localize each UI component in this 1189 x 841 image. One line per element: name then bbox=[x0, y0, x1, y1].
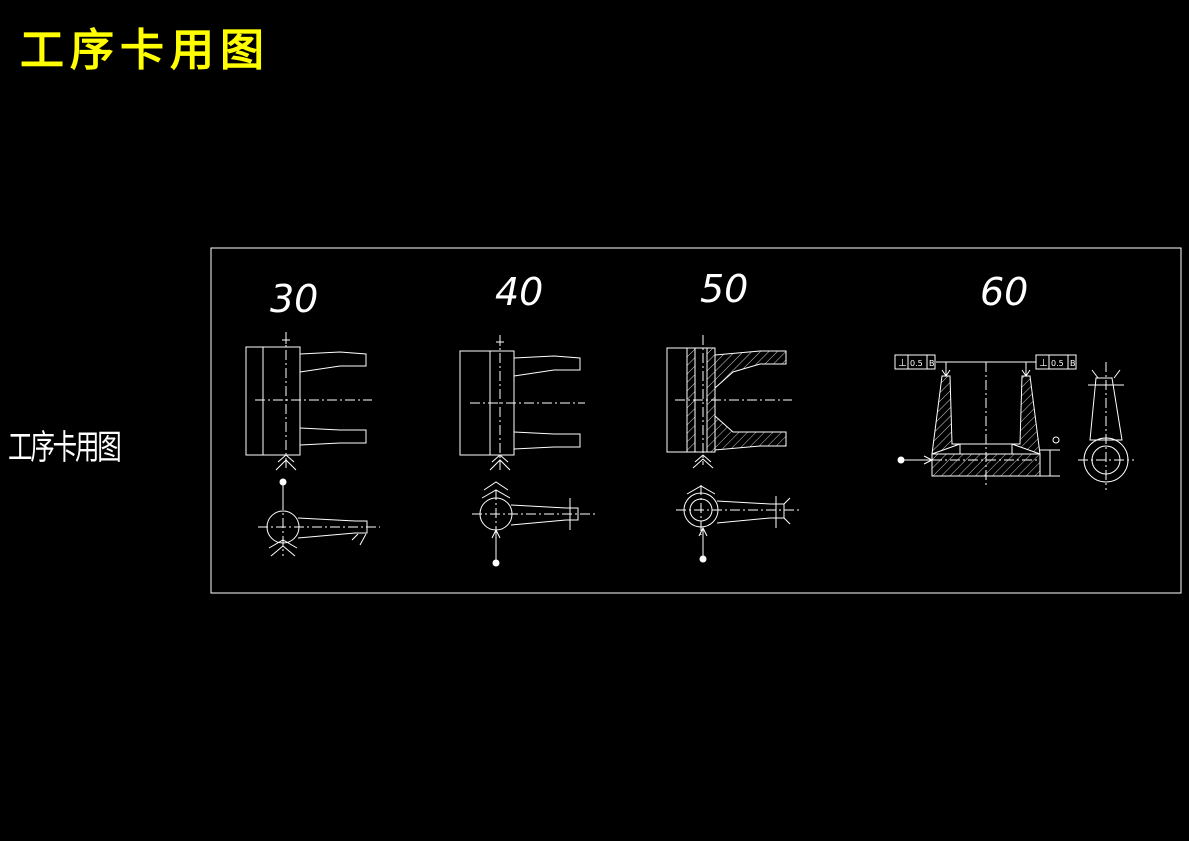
tolerance-datum: B bbox=[1070, 359, 1076, 368]
tolerance-value: 0.5 bbox=[910, 359, 923, 368]
page-title: 工序卡用图 bbox=[20, 25, 270, 76]
tolerance-frame-right: ⊥ 0.5 B bbox=[1035, 354, 1077, 370]
op-number-40: 40 bbox=[495, 270, 543, 314]
drawing-frame bbox=[210, 247, 1182, 594]
op-number-30: 30 bbox=[270, 277, 318, 321]
tolerance-symbol: ⊥ bbox=[1039, 358, 1048, 369]
op30-plan-view bbox=[258, 478, 380, 557]
op50-front-view bbox=[666, 335, 792, 469]
tolerance-symbol: ⊥ bbox=[898, 358, 907, 369]
tolerance-value: 0.5 bbox=[1051, 359, 1064, 368]
op50-plan-view bbox=[676, 485, 800, 563]
op40-plan-view bbox=[472, 481, 596, 567]
op60-section-view bbox=[897, 361, 1060, 488]
side-label: 工序卡用图 bbox=[8, 428, 122, 468]
op-number-60: 60 bbox=[980, 270, 1028, 314]
op30-front-view bbox=[245, 332, 372, 471]
tolerance-datum: B bbox=[929, 359, 935, 368]
tolerance-frame-left: ⊥ 0.5 B bbox=[894, 354, 936, 370]
op40-front-view bbox=[459, 335, 585, 471]
op60-side-view bbox=[1078, 362, 1134, 490]
op-number-50: 50 bbox=[700, 267, 748, 311]
